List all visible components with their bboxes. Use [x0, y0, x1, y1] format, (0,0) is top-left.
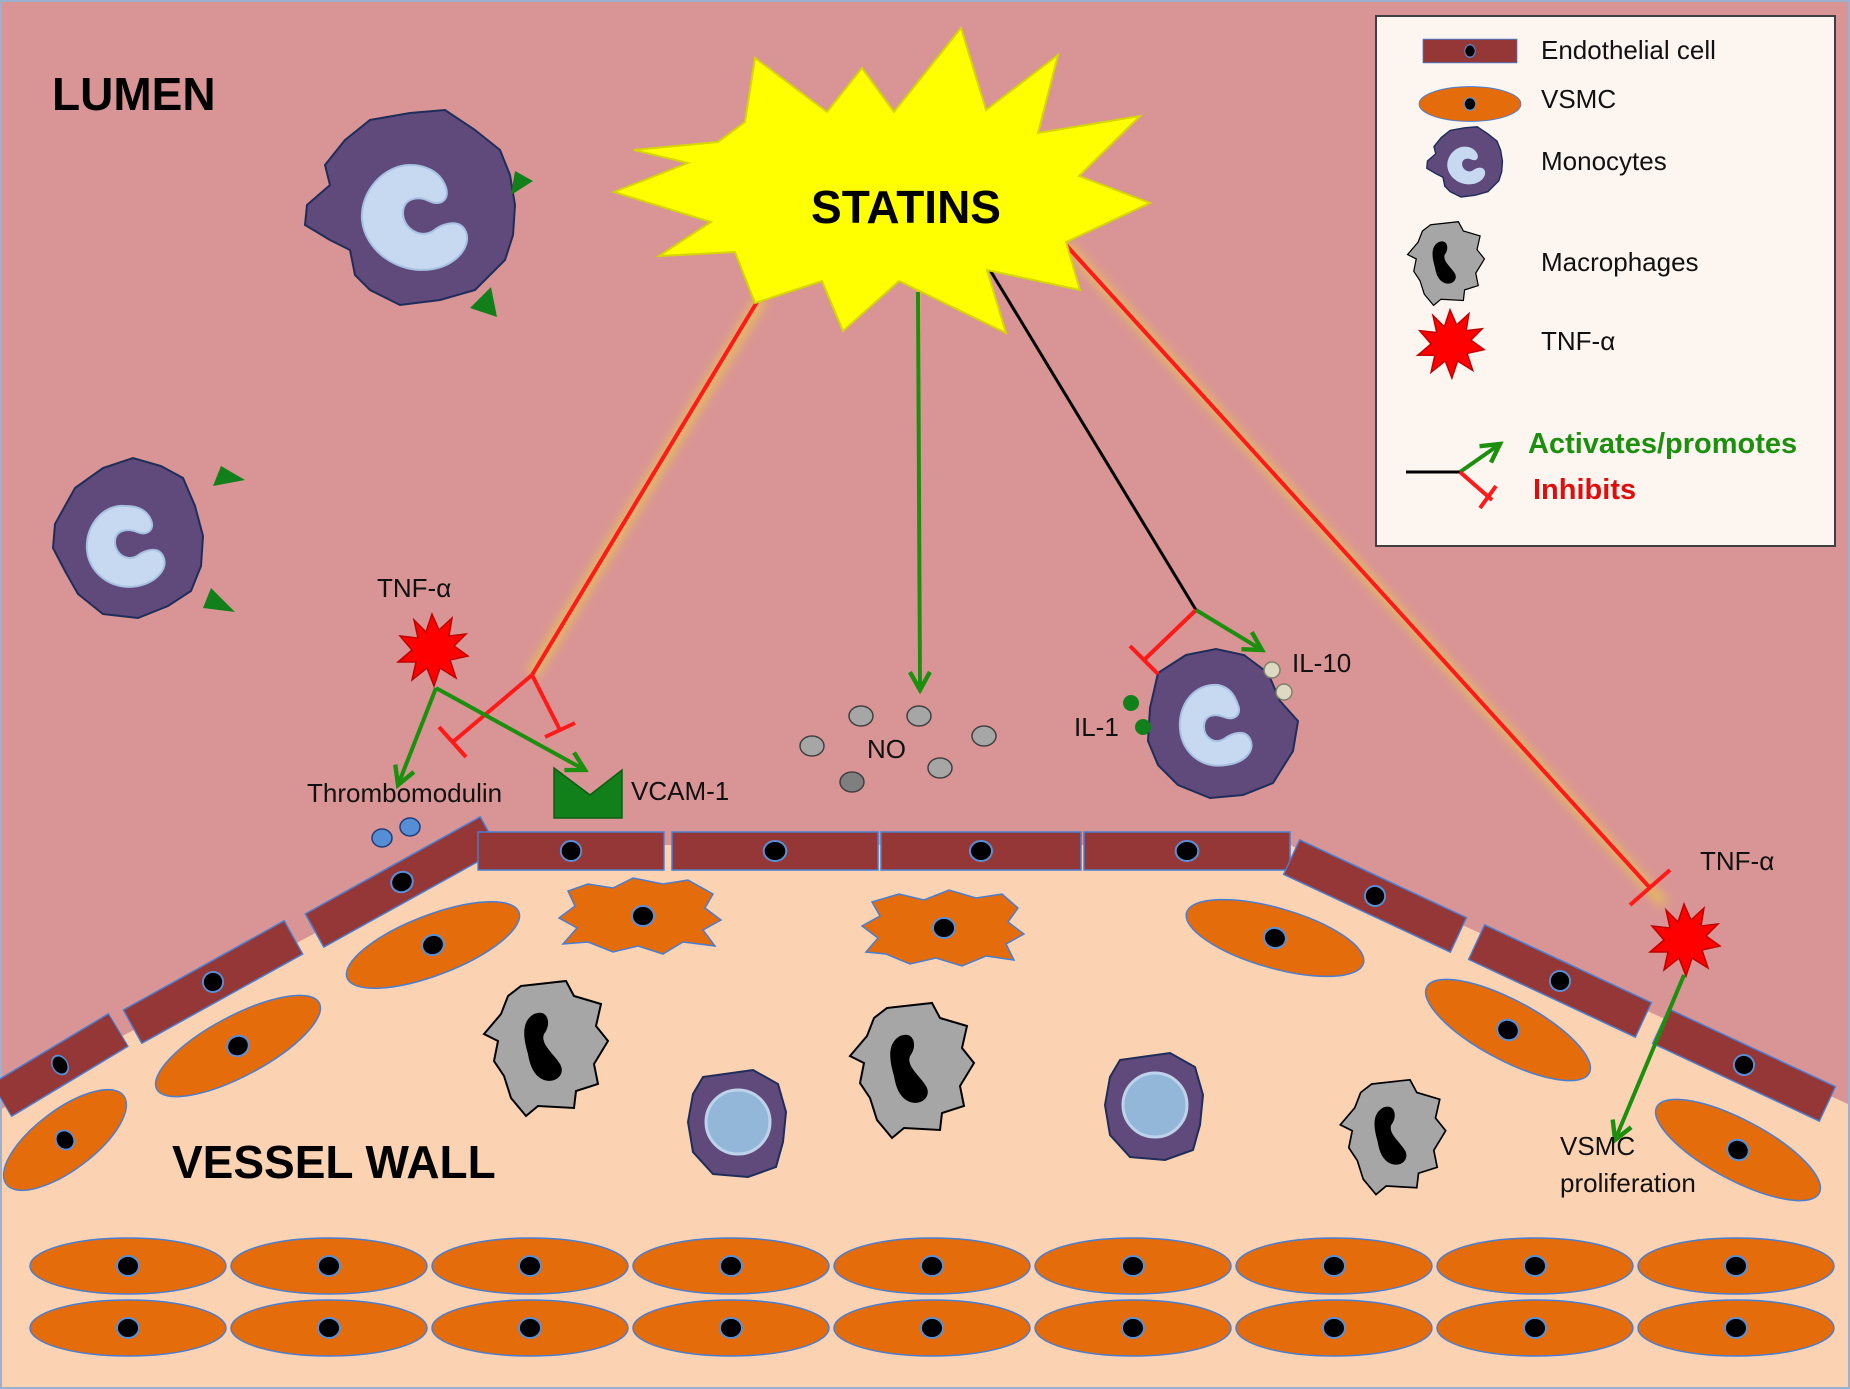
vsmc-wall-cells	[0, 877, 1833, 1220]
vsmc-cell	[1035, 1300, 1231, 1356]
legend-inhibits-label: Inhibits	[1533, 474, 1636, 506]
legend-vsmc-icon	[1419, 87, 1521, 122]
il1-particles	[1123, 695, 1151, 735]
endothelial-cell	[881, 832, 1081, 870]
vsmc-cell	[1638, 1300, 1834, 1356]
il1-label: IL-1	[1074, 712, 1119, 742]
vsmc-cell	[432, 1238, 628, 1294]
vsmc-cell	[231, 1300, 427, 1356]
no-label: NO	[867, 734, 906, 764]
vcam1-label: VCAM-1	[631, 776, 729, 806]
vsmc-proliferation-label-line2: proliferation	[1560, 1168, 1696, 1198]
statins-label: STATINS	[811, 181, 1001, 233]
legend-endothelial-icon	[1423, 39, 1517, 63]
vsmc-cell	[30, 1238, 226, 1294]
legend-vsmc-label: VSMC	[1541, 84, 1616, 114]
legend-arrow-icon	[1406, 444, 1500, 510]
tnf-alpha-right-label: TNF-α	[1700, 846, 1774, 876]
vsmc-cell	[633, 1238, 829, 1294]
vcam1-receptor	[553, 766, 623, 819]
vsmc-cell	[834, 1300, 1030, 1356]
legend: Endothelial cell VSMC Monocytes Macropha…	[1375, 15, 1836, 547]
legend-tnf-label: TNF-α	[1541, 326, 1615, 356]
vsmc-cell	[1437, 1238, 1633, 1294]
monocyte-cell-round	[686, 1068, 788, 1179]
monocyte-cell-round	[1103, 1051, 1205, 1162]
il10-label: IL-10	[1292, 648, 1351, 678]
vsmc-cell	[633, 1300, 829, 1356]
legend-monocyte-icon	[1426, 126, 1504, 198]
vsmc-cell	[1035, 1238, 1231, 1294]
vsmc-cell	[1437, 1300, 1633, 1356]
monocyte-cell	[51, 456, 245, 620]
vsmc-cell	[30, 1300, 226, 1356]
vsmc-cell	[432, 1300, 628, 1356]
legend-macrophages-label: Macrophages	[1541, 247, 1699, 277]
legend-activates-label: Activates/promotes	[1528, 428, 1797, 460]
vsmc-cell-irregular	[557, 877, 723, 955]
statins-burst: STATINS	[610, 25, 1153, 335]
no-particles	[799, 705, 997, 793]
vsmc-cell	[834, 1238, 1030, 1294]
tnf-alpha-left-label: TNF-α	[377, 573, 451, 603]
thrombomodulin-label: Thrombomodulin	[307, 778, 502, 808]
monocyte-cell	[1146, 647, 1300, 800]
vsmc-cell	[1236, 1238, 1432, 1294]
lumen-label: LUMEN	[52, 68, 216, 120]
vsmc-cell	[231, 1238, 427, 1294]
il10-particles	[1263, 661, 1293, 701]
pathway-lines	[398, 243, 1686, 1140]
vsmc-proliferation-label-line1: VSMC	[1560, 1131, 1635, 1161]
legend-monocytes-label: Monocytes	[1541, 146, 1667, 176]
endothelial-cell	[672, 832, 878, 870]
legend-endothelial-label: Endothelial cell	[1541, 35, 1716, 65]
endothelial-cell	[478, 832, 664, 870]
monocyte-cell	[303, 108, 533, 317]
thrombomodulin-particles	[371, 817, 421, 848]
vessel-wall-label: VESSEL WALL	[172, 1136, 496, 1188]
endothelial-cell	[1084, 832, 1290, 870]
vsmc-cell-irregular	[860, 889, 1026, 967]
vsmc-cell	[1638, 1238, 1834, 1294]
vsmc-cell	[1236, 1300, 1432, 1356]
